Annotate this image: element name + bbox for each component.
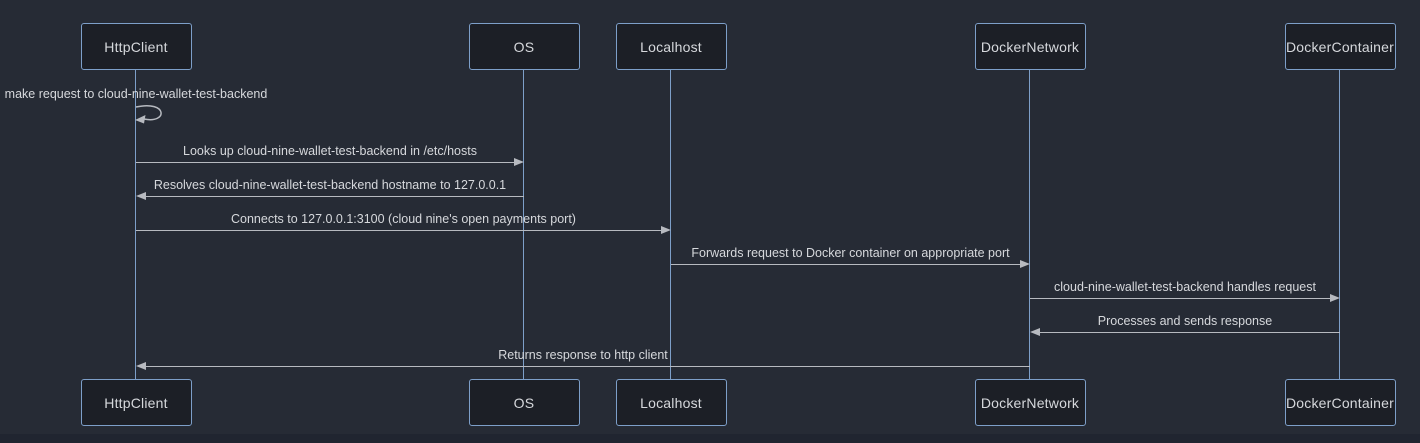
lifeline-localhost [670, 70, 672, 379]
message-line [145, 366, 1030, 367]
lifeline-httpclient [135, 70, 137, 379]
actor-bottom-dockercontainer: DockerContainer [1284, 379, 1396, 426]
message-line [1030, 298, 1331, 299]
actor-bottom-httpclient: HttpClient [80, 379, 192, 426]
actor-bottom-dockernetwork: DockerNetwork [974, 379, 1086, 426]
message-line [1039, 332, 1340, 333]
page-bottom-edge [0, 434, 1420, 443]
actor-top-localhost: Localhost [615, 23, 727, 70]
message-label: make request to cloud-nine-wallet-test-b… [4, 87, 268, 101]
message-label: Processes and sends response [1097, 314, 1273, 328]
message-label: Resolves cloud-nine-wallet-test-backend … [153, 178, 507, 192]
self-loop-arrow [135, 105, 162, 124]
message-arrowhead [136, 192, 146, 201]
actor-top-httpclient: HttpClient [80, 23, 192, 70]
message-line [136, 162, 515, 163]
message-arrowhead [661, 226, 671, 235]
message-label: Connects to 127.0.0.1:3100 (cloud nine's… [231, 212, 576, 226]
message-arrowhead [1020, 260, 1030, 269]
message-arrowhead [136, 362, 146, 371]
actor-bottom-localhost: Localhost [615, 379, 727, 426]
lifeline-dockernetwork [1029, 70, 1031, 379]
lifeline-os [523, 70, 525, 379]
actor-top-os: OS [468, 23, 580, 70]
message-label: Forwards request to Docker container on … [691, 246, 1010, 260]
message-label: cloud-nine-wallet-test-backend handles r… [1054, 280, 1316, 294]
actor-top-dockernetwork: DockerNetwork [974, 23, 1086, 70]
lifeline-dockercontainer [1339, 70, 1341, 379]
message-line [145, 196, 524, 197]
message-label: Looks up cloud-nine-wallet-test-backend … [183, 144, 477, 158]
actor-bottom-os: OS [468, 379, 580, 426]
message-arrowhead [1330, 294, 1340, 303]
message-label: Returns response to http client [498, 348, 668, 362]
message-arrowhead [514, 158, 524, 167]
message-line [136, 230, 662, 231]
message-arrowhead [1030, 328, 1040, 337]
message-line [671, 264, 1021, 265]
actor-top-dockercontainer: DockerContainer [1284, 23, 1396, 70]
